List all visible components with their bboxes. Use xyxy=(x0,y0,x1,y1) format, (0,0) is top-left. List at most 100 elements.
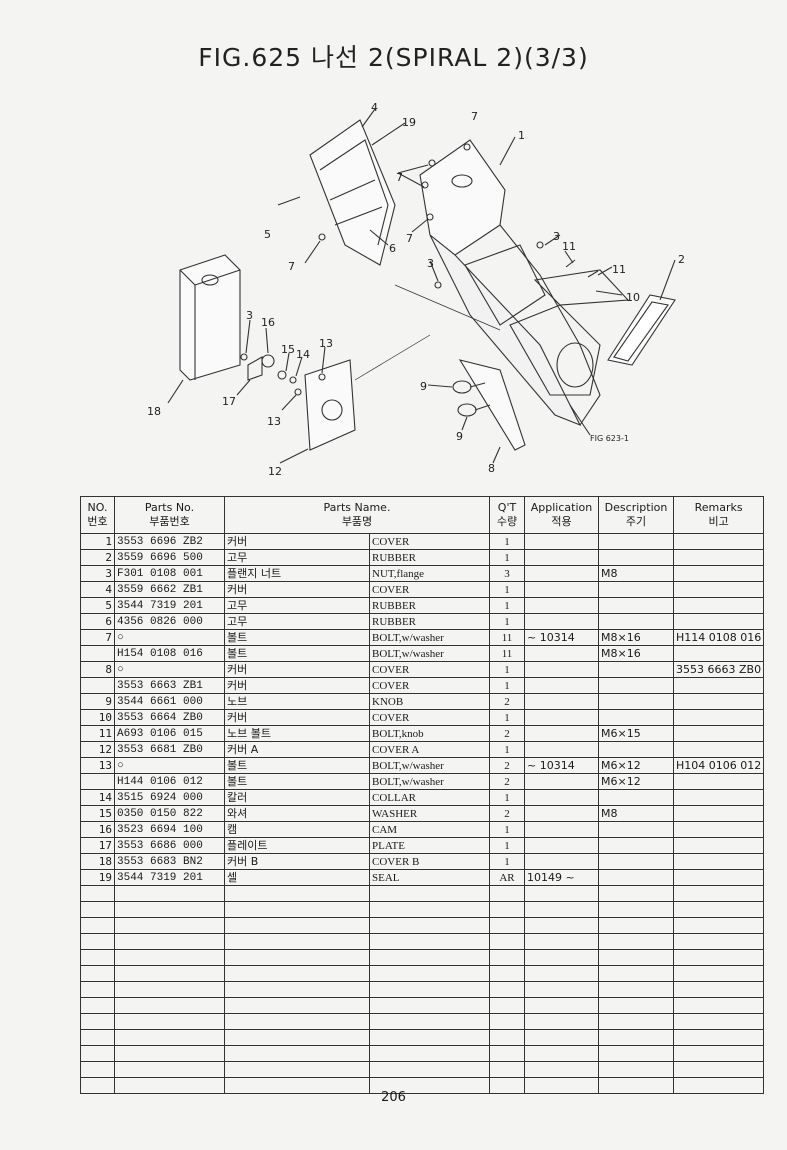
cell-en: SEAL xyxy=(369,869,490,886)
empty-cell xyxy=(524,1061,599,1078)
cell-en: COLLAR xyxy=(369,789,490,806)
cell-rem xyxy=(672,693,765,710)
empty-cell xyxy=(598,1061,674,1078)
empty-cell xyxy=(369,933,490,950)
cell-no: 10 xyxy=(80,709,115,726)
empty-cell xyxy=(672,981,765,998)
cell-no: 3 xyxy=(80,565,115,582)
cell-no: 5 xyxy=(80,597,115,614)
cell-rem: H104 0106 012 xyxy=(672,757,765,774)
empty-cell xyxy=(114,917,225,934)
empty-table-row xyxy=(80,917,765,934)
exploded-parts-diagram: 1 2 3 3 3 4 5 6 7 7 7 7 8 9 9 10 11 11 1… xyxy=(147,101,685,478)
empty-cell xyxy=(224,885,370,902)
callout-label: 3 xyxy=(427,257,434,270)
callout-label: 10 xyxy=(626,291,640,304)
cell-no: 13 xyxy=(80,757,115,774)
cell-qty: 2 xyxy=(489,725,525,742)
cell-qty: 1 xyxy=(489,709,525,726)
cell-no: 9 xyxy=(80,693,115,710)
cell-rem xyxy=(672,597,765,614)
cell-qty: 2 xyxy=(489,805,525,822)
cell-en: COVER xyxy=(369,533,490,550)
cell-no: 11 xyxy=(80,725,115,742)
cell-desc xyxy=(598,613,674,630)
cell-no: 2 xyxy=(80,549,115,566)
cell-desc xyxy=(598,549,674,566)
empty-table-row xyxy=(80,885,765,902)
empty-table-row xyxy=(80,997,765,1014)
callout-label: 19 xyxy=(402,116,416,129)
cell-rem xyxy=(672,677,765,694)
empty-cell xyxy=(80,997,115,1014)
cell-no: 6 xyxy=(80,613,115,630)
empty-cell xyxy=(224,933,370,950)
empty-table-row xyxy=(80,981,765,998)
empty-table-row xyxy=(80,1029,765,1046)
empty-cell xyxy=(524,1045,599,1062)
cell-desc xyxy=(598,709,674,726)
empty-cell xyxy=(369,965,490,982)
cell-qty: 11 xyxy=(489,645,525,662)
cell-ko: 플레이트 xyxy=(224,837,370,854)
callout-label: 3 xyxy=(553,230,560,243)
empty-cell xyxy=(489,981,525,998)
empty-cell xyxy=(224,901,370,918)
cell-qty: 1 xyxy=(489,533,525,550)
empty-cell xyxy=(80,1029,115,1046)
empty-cell xyxy=(80,901,115,918)
cell-pn: 3559 6696 500 xyxy=(114,549,225,566)
cell-ko: 볼트 xyxy=(224,645,370,662)
cell-desc xyxy=(598,597,674,614)
cell-rem xyxy=(672,741,765,758)
cell-pn: 3559 6662 ZB1 xyxy=(114,581,225,598)
empty-cell xyxy=(598,1045,674,1062)
figure-reference: FIG 623-1 xyxy=(590,434,629,443)
callout-label: 7 xyxy=(288,260,295,273)
empty-cell xyxy=(80,1045,115,1062)
cell-desc: M8 xyxy=(598,805,674,822)
empty-cell xyxy=(489,1029,525,1046)
cell-pn: ○ xyxy=(114,629,225,646)
empty-cell xyxy=(672,1013,765,1030)
cell-app xyxy=(524,613,599,630)
empty-cell xyxy=(524,981,599,998)
empty-cell xyxy=(672,965,765,982)
cell-no: 19 xyxy=(80,869,115,886)
callout-label: 12 xyxy=(268,465,282,478)
empty-cell xyxy=(369,885,490,902)
empty-cell xyxy=(369,1045,490,1062)
cell-pn: 0350 0150 822 xyxy=(114,805,225,822)
cell-pn: 4356 0826 000 xyxy=(114,613,225,630)
empty-cell xyxy=(524,1029,599,1046)
cell-en: COVER xyxy=(369,581,490,598)
cell-rem xyxy=(672,805,765,822)
cell-pn: 3544 7319 201 xyxy=(114,869,225,886)
cell-ko: 와셔 xyxy=(224,805,370,822)
empty-cell xyxy=(672,1061,765,1078)
callout-label: 7 xyxy=(406,232,413,245)
empty-cell xyxy=(672,901,765,918)
cell-ko: 커버 xyxy=(224,533,370,550)
cell-no: 4 xyxy=(80,581,115,598)
callout-label: 17 xyxy=(222,395,236,408)
cell-en: COVER A xyxy=(369,741,490,758)
cell-app xyxy=(524,773,599,790)
callout-label: 16 xyxy=(261,316,275,329)
empty-cell xyxy=(524,933,599,950)
cell-pn: A693 0106 015 xyxy=(114,725,225,742)
callout-label: 15 xyxy=(281,343,295,356)
empty-cell xyxy=(489,1013,525,1030)
cell-ko: 고무 xyxy=(224,597,370,614)
empty-cell xyxy=(489,949,525,966)
empty-cell xyxy=(598,933,674,950)
cell-desc: M6×12 xyxy=(598,773,674,790)
